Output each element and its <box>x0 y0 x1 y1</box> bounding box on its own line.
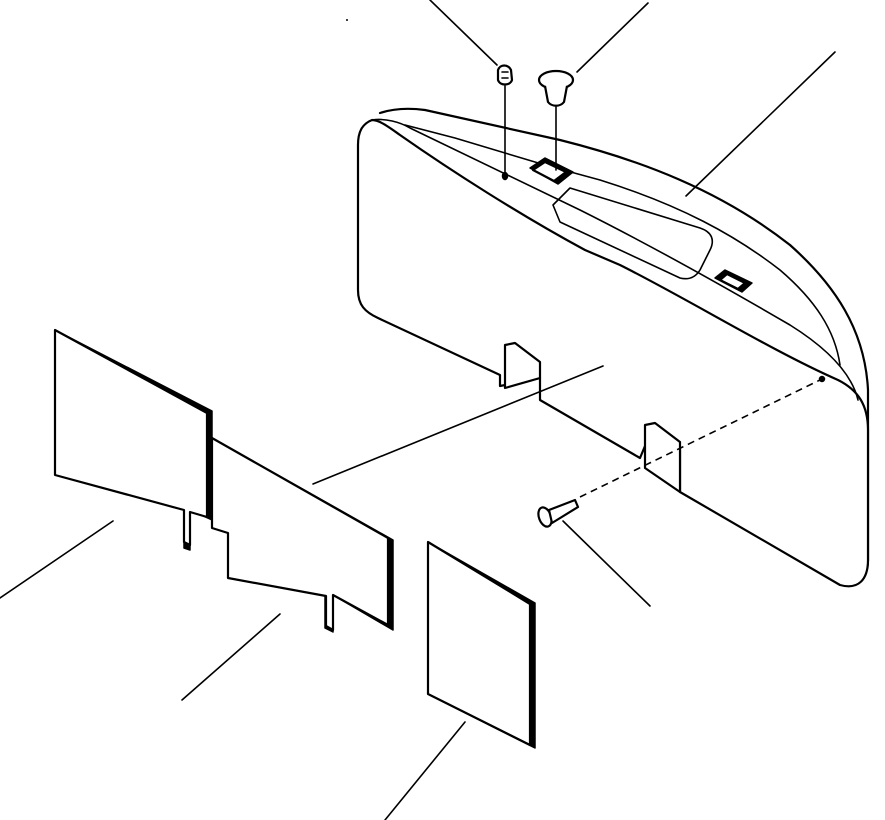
speck <box>346 19 348 21</box>
rivet <box>537 378 823 528</box>
leader-lines <box>0 0 836 820</box>
pad-center <box>210 436 394 633</box>
pad-right <box>426 540 536 749</box>
push-rivet <box>537 69 575 171</box>
cover-panel <box>356 107 870 588</box>
pad-left <box>53 328 213 551</box>
grommet-clip <box>496 64 514 173</box>
